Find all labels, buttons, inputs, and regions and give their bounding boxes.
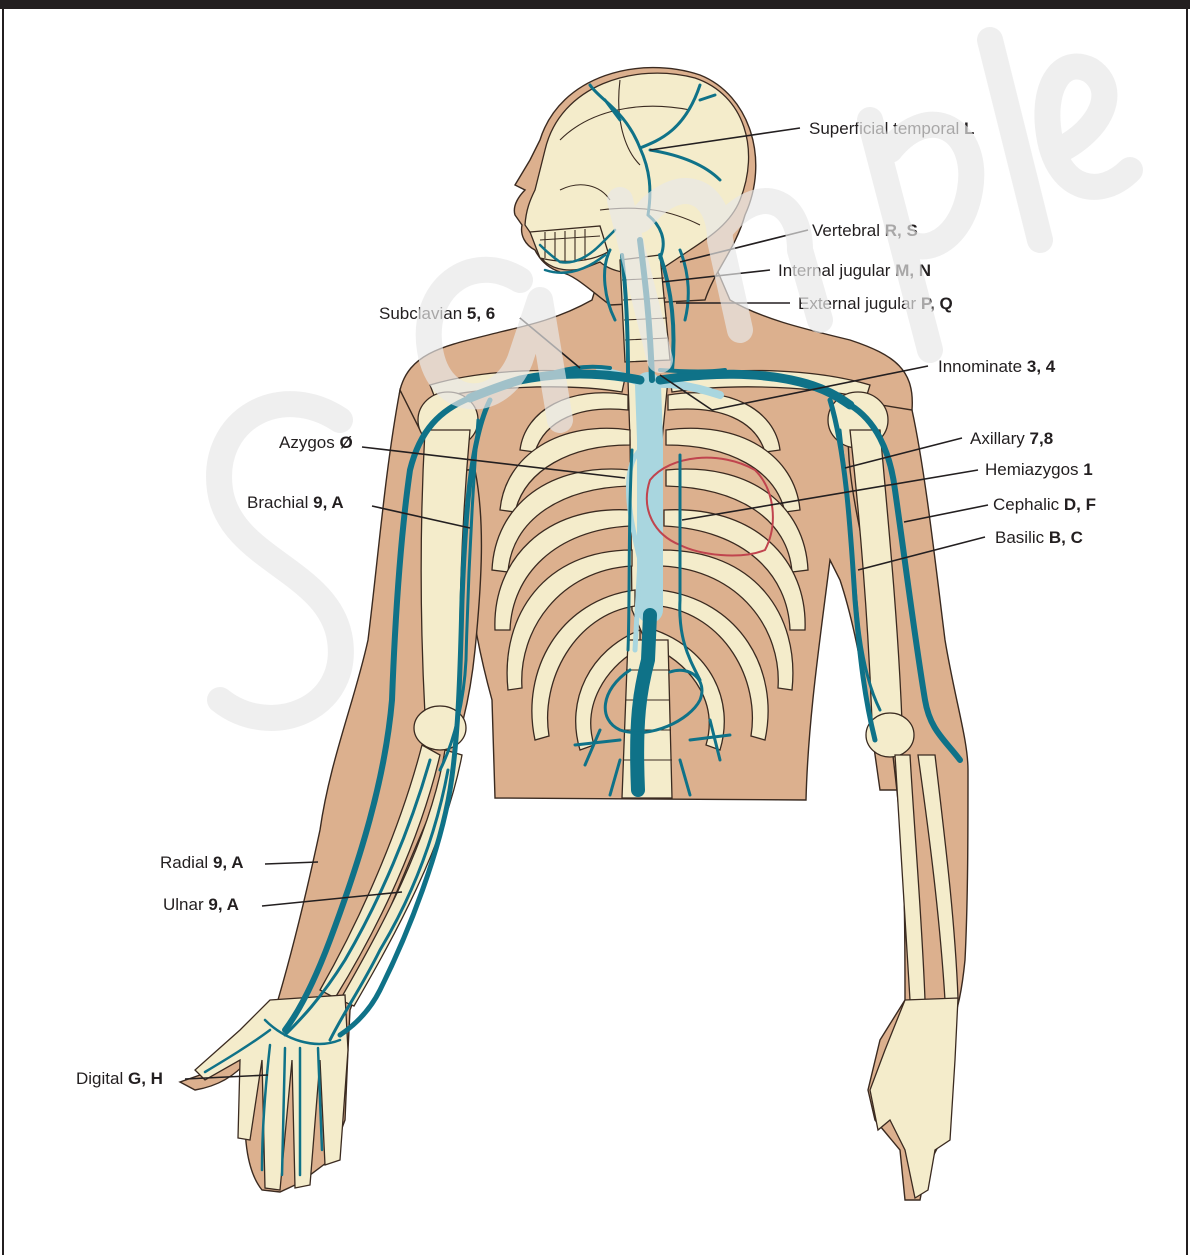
label-azygos: Azygos Ø (279, 433, 353, 452)
label-axillary: Axillary 7,8 (970, 429, 1053, 448)
label-digital: Digital G, H (76, 1069, 163, 1088)
jaw (530, 226, 608, 261)
left-hand (195, 995, 348, 1190)
superior-vena-cava (648, 385, 650, 610)
right-hand (870, 998, 958, 1198)
label-cephalic: Cephalic D, F (993, 495, 1096, 514)
skeleton (195, 73, 958, 1198)
label-innominate: Innominate 3, 4 (938, 357, 1056, 376)
label-radial: Radial 9, A (160, 853, 243, 872)
label-hemiazygos: Hemiazygos 1 (985, 460, 1093, 479)
label-brachial: Brachial 9, A (247, 493, 344, 512)
label-basilic: Basilic B, C (995, 528, 1083, 547)
label-ulnar: Ulnar 9, A (163, 895, 239, 914)
